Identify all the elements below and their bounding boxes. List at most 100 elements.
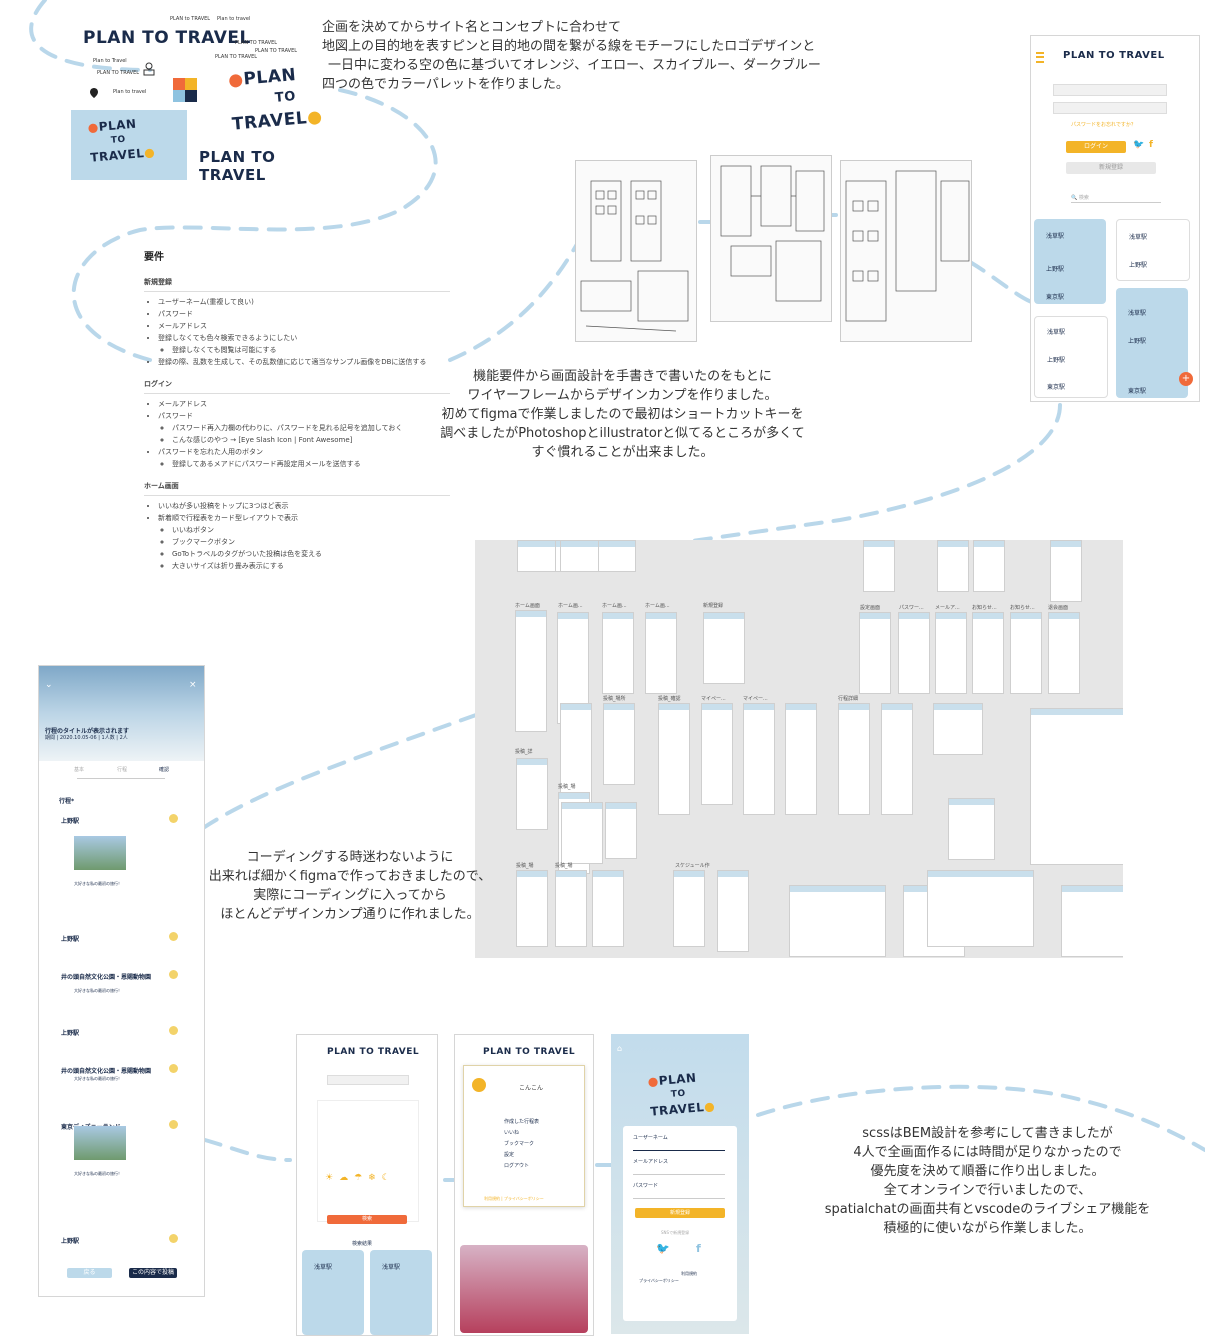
logo-variant-small-5: Plan to travel	[217, 16, 251, 22]
requirements-section-heading: ログイン	[144, 378, 450, 394]
figma-frame-header	[561, 704, 591, 710]
figma-frame-label: ホーム画...	[602, 603, 627, 609]
figma-frame-label: 投稿_場	[558, 784, 576, 790]
requirements-item: 登録の際、乱数を生成して、その乱数値に応じて適当なサンプル画像をDBに送信する	[158, 356, 450, 368]
plan-card-goto[interactable]: 浅草駅 上野駅 東京駅	[1116, 288, 1188, 398]
signup-button[interactable]: 新規登録	[1066, 162, 1156, 174]
back-button[interactable]: 戻る	[67, 1268, 112, 1278]
menu-item[interactable]: 設定	[504, 1152, 515, 1158]
logo-tile-skyblue: ●PLAN TO TRAVEL●	[71, 110, 187, 180]
figma-frame-label: お知らせ...	[1010, 605, 1035, 611]
figma-frame	[1048, 612, 1080, 694]
result-card[interactable]: 浅草駅	[302, 1250, 364, 1335]
search-input[interactable]: 🔍 検索	[1071, 194, 1161, 203]
plan-card[interactable]: 浅草駅 上野駅 東京駅	[1034, 316, 1108, 398]
figma-frame	[1050, 540, 1082, 602]
figma-frame-header	[1051, 541, 1081, 547]
wireframe-caption-line: 初めてfigmaで作業しましたので最初はショートカットキーを	[441, 407, 804, 422]
menu-item[interactable]: ログアウト	[504, 1163, 530, 1169]
requirements-list: ユーザーネーム(重複して良い)パスワードメールアドレス登録しなくても色々検索でき…	[140, 296, 450, 368]
requirements-item: ユーザーネーム(重複して良い)	[158, 296, 450, 308]
station-label: 東京駅	[1047, 384, 1066, 391]
hand-sketch-3	[840, 160, 972, 342]
scss-caption-line: 全てオンラインで行いましたので、	[883, 1183, 1092, 1198]
logo-design-board: PLAN TO TRAVEL PLAN to TRAVEL Plan to Tr…	[71, 10, 345, 185]
collapse-icon[interactable]: ⌄	[45, 680, 53, 690]
login-email-input[interactable]	[633, 1168, 725, 1175]
facebook-icon[interactable]: f	[1149, 140, 1153, 150]
place-photo	[74, 836, 126, 870]
requirements-list: メールアドレスパスワードパスワード再入力欄の代わりに、パスワードを見れる記号を追…	[140, 398, 450, 470]
home-icon[interactable]: ⌂	[617, 1044, 623, 1053]
plan-detail-mock: ⌄ × 行程のタイトルが表示されます 期間 | 2020.10.05-06 | …	[38, 665, 205, 1297]
coding-caption-line: ほとんどデザインカンプ通りに作れました。	[220, 907, 480, 922]
figma-frame	[972, 612, 1004, 694]
keyword-input[interactable]	[327, 1075, 409, 1085]
menu-privacy-link[interactable]: 利用規約 | プライバシーポリシー	[484, 1196, 544, 1201]
requirements-item: メールアドレス	[158, 398, 450, 410]
menu-item[interactable]: いいね	[504, 1130, 520, 1136]
figma-frame-label: メールア...	[935, 605, 960, 611]
detail-title: 行程のタイトルが表示されます	[45, 728, 130, 735]
plan-card[interactable]: 浅草駅 上野駅	[1116, 219, 1190, 281]
scss-caption-line: scssはBEM設計を参考にして書きましたが	[862, 1126, 1113, 1141]
figma-frame-label: お知らせ...	[972, 605, 997, 611]
scss-caption-line: 積極的に使いながら作業しました。	[883, 1221, 1092, 1236]
figma-frame-header	[598, 541, 635, 547]
station-label: 上野駅	[1047, 357, 1066, 364]
wireframe-caption-line: 機能要件から画面設計を手書きで書いたのをもとに	[473, 369, 772, 384]
figma-frame	[673, 870, 705, 947]
figma-frame	[859, 612, 891, 694]
menu-item[interactable]: ブックマーク	[504, 1141, 535, 1147]
result-card[interactable]: 浅草駅	[370, 1250, 432, 1335]
login-password-input[interactable]	[633, 1192, 725, 1199]
figma-frame-header	[936, 613, 966, 619]
terms-link[interactable]: 利用規約	[681, 1271, 697, 1276]
mood-smiley-icon	[169, 1120, 178, 1129]
timeline-place: 井の頭自然文化公園・恩賜動物園	[61, 974, 152, 981]
username-input[interactable]	[1053, 84, 1167, 96]
post-button[interactable]: この内容で投稿	[129, 1268, 177, 1278]
sketch-lines-1	[580, 180, 689, 332]
figma-frame-label: 退会画面	[1048, 605, 1069, 611]
requirements-subitem: いいねボタン	[172, 524, 450, 536]
figma-frame	[515, 610, 547, 732]
figma-frame-label: マイペー...	[701, 696, 726, 702]
menu-item[interactable]: 作成した行程表	[504, 1119, 540, 1125]
step-label-plan: 行程	[117, 767, 128, 773]
search-submit-button[interactable]: 検索	[327, 1215, 407, 1224]
login-username-input[interactable]	[633, 1144, 725, 1151]
figma-frame-label: ホーム画...	[558, 603, 583, 609]
privacy-link[interactable]: プライバシーポリシー	[639, 1278, 679, 1283]
timeline-place: 井の頭自然文化公園・恩賜動物園	[61, 1068, 152, 1075]
requirements-item-text: 登録の際、乱数を生成して、その乱数値に応じて適当なサンプル画像をDBに送信する	[158, 358, 427, 366]
logo-variant-small-2: Plan to Travel	[93, 58, 127, 64]
password-label: パスワード	[633, 1183, 659, 1189]
place-comment: 大好きな私の最初の旅行！	[74, 1076, 122, 1081]
requirements-sublist: いいねボタンブックマークボタンGoToトラベルのタグがついた投稿は色を変える大き…	[158, 524, 450, 572]
login-signup-button[interactable]: 新規登録	[635, 1208, 725, 1218]
requirements-list: いいねが多い投稿をトップに3つほど表示新着順で行程表をカード型レイアウトで表示い…	[140, 500, 450, 572]
requirements-subitem: こんな感じのやつ → [Eye Slash Icon | Font Awesom…	[172, 434, 450, 446]
figma-frame	[658, 703, 690, 815]
add-post-icon[interactable]: +	[1179, 372, 1193, 386]
home-screen-mock: PLAN TO TRAVEL パスワードをお忘れですか？ ログイン 🐦 f 新規…	[1030, 35, 1200, 402]
place-photo	[74, 1126, 126, 1160]
login-button[interactable]: ログイン	[1066, 141, 1126, 153]
requirements-section-heading: 新規登録	[144, 276, 450, 292]
close-icon[interactable]: ×	[189, 680, 197, 690]
requirements-subitem: 大きいサイズは折り畳み表示にする	[172, 560, 450, 572]
forgot-password-link[interactable]: パスワードをお忘れですか？	[1071, 122, 1136, 128]
username-label: ユーザーネーム	[633, 1135, 668, 1141]
twitter-icon[interactable]: 🐦	[1133, 140, 1145, 150]
figma-frame	[597, 540, 636, 572]
plan-card[interactable]: 浅草駅 上野駅 東京駅	[1034, 219, 1106, 304]
password-input[interactable]	[1053, 102, 1167, 114]
facebook-icon[interactable]: f	[696, 1242, 701, 1255]
figma-frame-header	[938, 541, 968, 547]
twitter-icon[interactable]: 🐦	[656, 1242, 670, 1255]
requirements-sublist: 登録しなくても閲覧は可能にする	[158, 344, 450, 356]
figma-frame-header	[864, 541, 894, 547]
figma-frame	[935, 612, 967, 694]
weather-icons: ☀☁☂❄☾	[325, 1173, 396, 1183]
